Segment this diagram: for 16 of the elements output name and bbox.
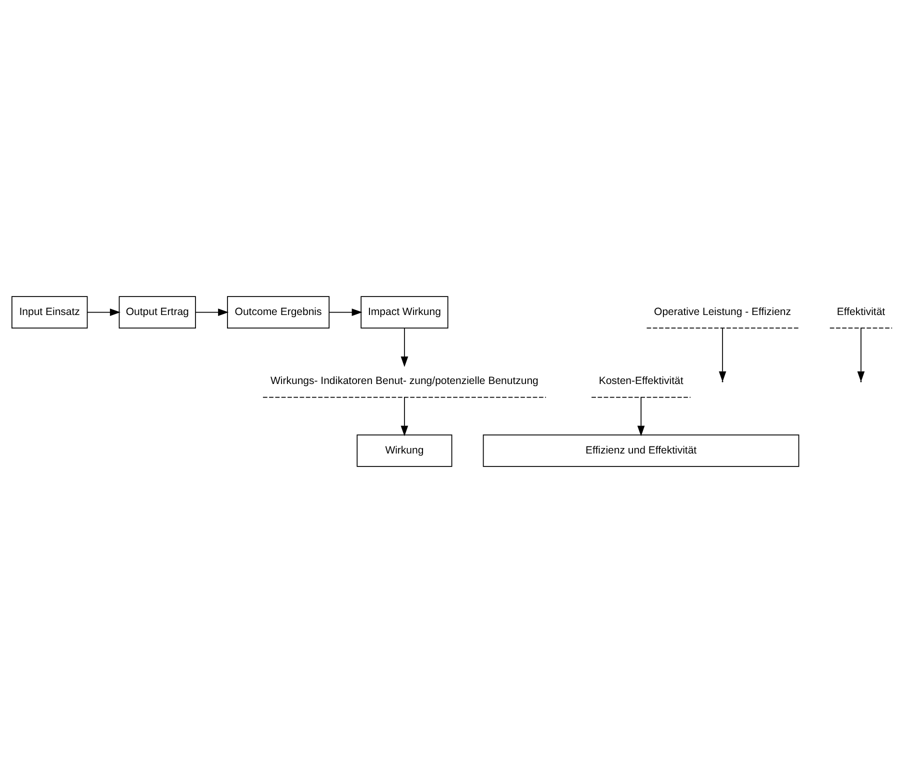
node-text: Kosten-Effektivität xyxy=(598,374,684,387)
arrow xyxy=(195,308,229,316)
node-text: Effektivität xyxy=(836,305,886,318)
node-text: Operative Leistung - Effizienz xyxy=(654,305,792,318)
arrow xyxy=(637,396,645,436)
node-box: Input Einsatz xyxy=(11,296,88,328)
node-box: Wirkung xyxy=(356,434,452,466)
node-box: Outcome Ergebnis xyxy=(227,296,330,328)
arrow xyxy=(400,327,408,367)
arrow xyxy=(328,308,362,316)
arrow xyxy=(400,396,408,436)
arrow xyxy=(87,308,120,316)
node-box: Impact Wirkung xyxy=(360,296,448,328)
node-box: Effizienz und Effektivität xyxy=(482,434,800,466)
node-box: Output Ertrag xyxy=(118,296,196,328)
node-text: Wirkungs- Indikatoren Benut- zung/potenzielle Benutzung xyxy=(270,374,538,387)
